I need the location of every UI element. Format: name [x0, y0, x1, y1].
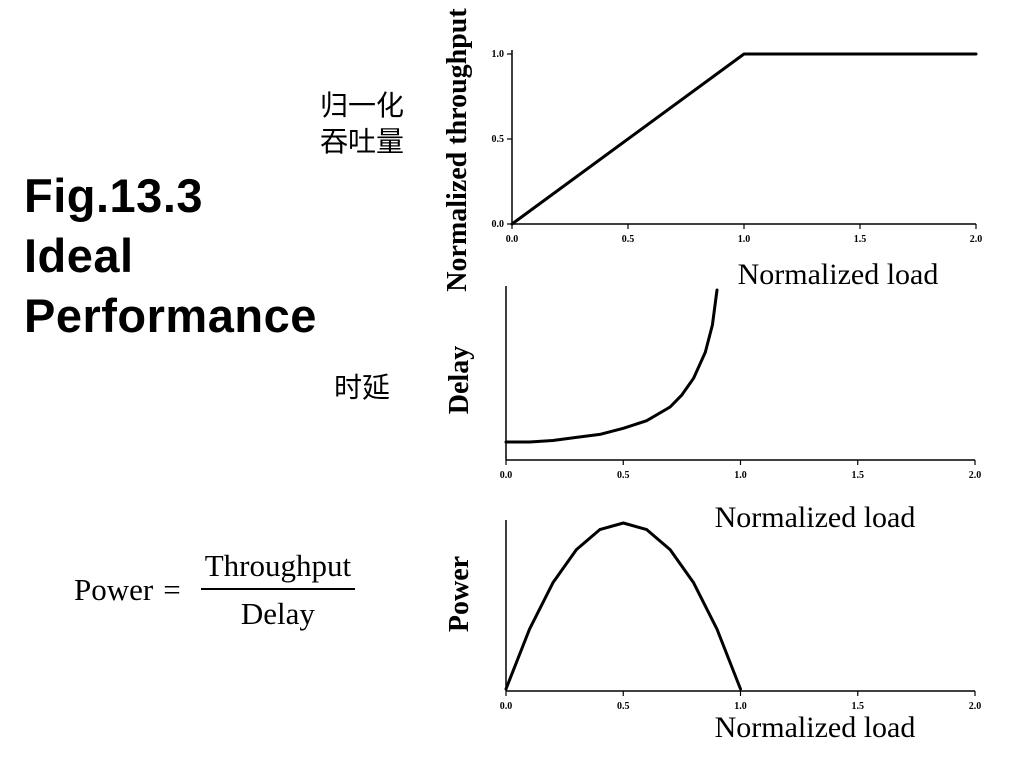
- chart-2-x-tick-label: 0.5: [617, 470, 630, 481]
- chart-2-x-axis-label: Normalized load: [715, 501, 916, 534]
- formula-fraction: Throughput Delay: [200, 548, 356, 632]
- chart-1-x-tick-label: 1.0: [738, 234, 751, 245]
- chart-2-x-tick-label: 0.0: [500, 470, 513, 481]
- chart-3-x-tick-label: 2.0: [969, 701, 982, 712]
- delay-cn-label: 时延: [334, 371, 391, 404]
- chart-3-y-axis-label: Power: [444, 556, 475, 632]
- title-line-3: Performance: [24, 289, 317, 342]
- formula-equals: =: [163, 572, 181, 607]
- chart-3-x-tick-label: 0.0: [500, 701, 513, 712]
- title-line-1: Fig.13.3: [24, 169, 204, 222]
- chart-1-x-tick-label: 2.0: [970, 234, 983, 245]
- throughput-cn-line-1: 归一化: [320, 89, 405, 122]
- chart-1-series-line: [510, 52, 978, 226]
- figure-title: Fig.13.3 Ideal Performance: [24, 166, 317, 346]
- chart-1-x-tick-label: 0.5: [622, 234, 635, 245]
- title-line-2: Ideal: [24, 229, 134, 282]
- chart-3-x-tick-label: 0.5: [617, 701, 630, 712]
- chart-2-x-tick-label: 2.0: [969, 470, 982, 481]
- chart-1-x-tick-label: 1.5: [854, 234, 867, 245]
- chart-2-x-tick-label: 1.5: [852, 470, 865, 481]
- chart-1-y-tick-label: 0.5: [492, 134, 505, 145]
- formula-numerator: Throughput: [200, 548, 356, 590]
- chart-3-x-tick-label: 1.0: [734, 701, 747, 712]
- chart-2-series-line: [504, 288, 719, 444]
- power-formula: Power = Throughput Delay: [74, 548, 356, 632]
- chart-1-x-axis-label: Normalized load: [738, 258, 939, 291]
- throughput-cn-line-2: 吞吐量: [320, 125, 405, 158]
- chart-1-y-tick-label: 1.0: [492, 49, 505, 60]
- chart-2-x-tick-label: 1.0: [734, 470, 747, 481]
- formula-denominator: Delay: [240, 596, 315, 631]
- chart-1-y-axis-label: Normalized throughput: [442, 8, 473, 292]
- throughput-cn-label: 归一化 吞吐量: [320, 88, 404, 160]
- chart-1-y-tick-label: 0.0: [492, 219, 505, 230]
- chart-1-x-tick-label: 0.0: [506, 234, 519, 245]
- chart-3-x-tick-label: 1.5: [852, 701, 865, 712]
- chart-2-y-axis-label: Delay: [444, 346, 475, 414]
- chart-3-x-axis-label: Normalized load: [715, 711, 916, 744]
- formula-lhs: Power: [74, 572, 154, 607]
- chart-3-series-line: [504, 521, 742, 691]
